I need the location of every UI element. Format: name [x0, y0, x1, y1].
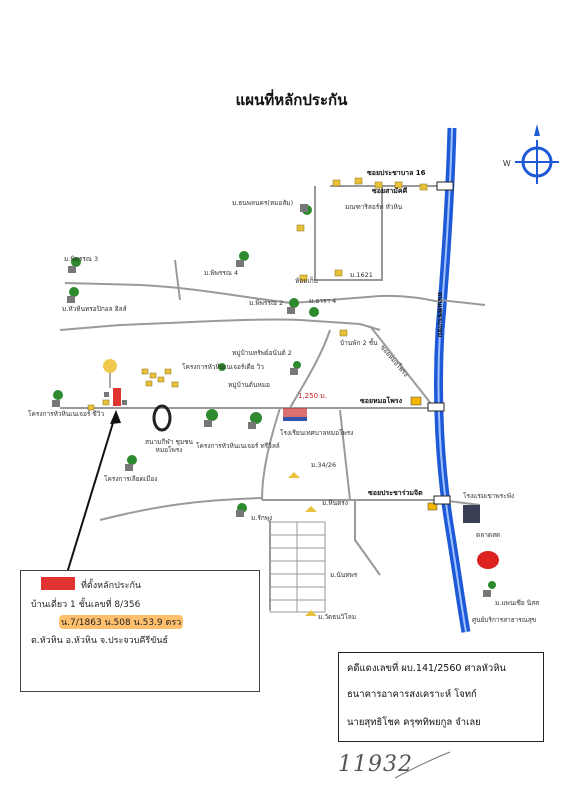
place-label: ม.พิพรรณ 2	[249, 299, 284, 307]
market-icon	[477, 551, 499, 569]
stadium-icon	[152, 404, 172, 432]
place-label: ม.1621	[350, 271, 373, 279]
place-label: โครงการเลียดเมือง	[104, 475, 158, 483]
place-label: ม.พิพรรณ 3	[64, 255, 99, 263]
distance-label: 1,250 ม.	[298, 392, 328, 400]
place-label: โรงแรมเขาพระพัง	[463, 492, 515, 500]
place-label: หมู่บ้านทรัพย์อนันต์ 2	[232, 349, 292, 357]
place-label: ม.ธนพลนคร(หมอสัม)	[232, 199, 294, 207]
legend-key-label: ที่ตั้งหลักประกัน	[81, 581, 142, 591]
place-label: บ้านพัก 2 ชั้น	[340, 339, 378, 347]
collateral-marker	[113, 388, 121, 406]
place-label: ม.แพนเซีย นิสส	[495, 599, 540, 607]
parcel-grid	[269, 521, 326, 613]
legend-box: ที่ตั้งหลักประกัน บ้านเดี่ยว 1 ชั้นเลขที…	[20, 570, 260, 692]
place-label: ม.อารา 4	[309, 297, 337, 305]
house-icons	[87, 177, 428, 411]
place-label: ตลาดสด	[476, 531, 501, 539]
sign-badge-2	[427, 502, 438, 511]
place-label: โรงเรียนเทศบาลหมอโพรง	[280, 429, 354, 437]
legend-swatch	[41, 577, 75, 590]
svg-text:W: W	[503, 159, 511, 168]
road-label-pracharuamjit: ซอยประชาร่วมจิต	[368, 489, 423, 497]
road-upper-diag	[64, 282, 441, 305]
place-label: สนามกีฬา ชุมชนหมอโพรง	[145, 438, 193, 455]
pointer-arrow	[59, 412, 117, 597]
place-label: โครงการหัวหินเนเจอร์ ทรีวิลล์	[196, 442, 280, 450]
compass-icon: W	[503, 124, 559, 184]
place-label: ม.34/26	[311, 461, 337, 469]
tree-icons	[53, 205, 496, 589]
place-label: ศูนย์บริการสาธารณสุข	[472, 616, 537, 624]
place-label: มณฑาริสอร์ท หัวหิน	[345, 203, 403, 211]
building-icons	[52, 204, 491, 597]
legend-line3: ต.หัวหิน อ.หัวหิน จ.ประจวบคีรีขันธ์	[31, 636, 169, 646]
case-info-box: คดีแดงเลขที่ ผบ.141/2560 ศาลหัวหิน ธนาคา…	[338, 652, 544, 742]
river	[433, 127, 471, 633]
sign-badge-1	[410, 396, 422, 406]
place-label: ม.หินตรง	[322, 499, 348, 507]
location-pin-icon	[103, 359, 117, 373]
case-defendant: นายสุทธิโชค ครุฑทิพยกูล จำเลย	[347, 717, 481, 728]
place-label: โครงการหัวหินเนเจอร์เดีย วิว	[182, 363, 264, 371]
road-label-prachaban: ซอยประชาบาล 16	[367, 169, 426, 177]
place-label: ม.นันทพร	[330, 571, 358, 579]
place-label: โครงการหัวหินเนเจอร์ ซีวิว	[28, 410, 105, 418]
place-label: ห้อมเก็บ	[295, 277, 318, 285]
map-title: แผนที่หลักประกัน	[235, 91, 348, 109]
place-label: ม.รักพุง	[251, 514, 273, 522]
case-number: คดีแดงเลขที่ ผบ.141/2560 ศาลหัวหิน	[347, 663, 506, 674]
case-plaintiff: ธนาคารอาคารสงเคราะห์ โจทก์	[347, 689, 477, 700]
legend-line2: น.7/1863 น.508 น.53.9 ตรว	[59, 615, 184, 629]
road-label-phetkasem: ถนนเพชรเกษม	[436, 292, 444, 338]
hotel-icon	[463, 505, 480, 523]
road-label-mophrong: ซอยหมอโพรง	[360, 397, 403, 405]
handwritten-number: 11932	[338, 752, 413, 777]
roads	[59, 185, 486, 610]
legend-line1: บ้านเดี่ยว 1 ชั้นเลขที่ 8/356	[31, 600, 141, 610]
place-label: หมู่บ้านต้นหมอ	[228, 381, 270, 389]
place-label: ม.พิพรรณ 4	[204, 269, 239, 277]
place-label: ม.หัวหินทรอปิกอล ฮิลส์	[62, 305, 127, 313]
temple-icon	[288, 472, 300, 478]
place-label: ม.วัดธนวิโลม	[318, 613, 357, 621]
road-label-samakkhi: ซอยสามัคคี	[372, 187, 408, 195]
road-diag-right	[369, 325, 433, 406]
school-icon	[283, 408, 307, 417]
